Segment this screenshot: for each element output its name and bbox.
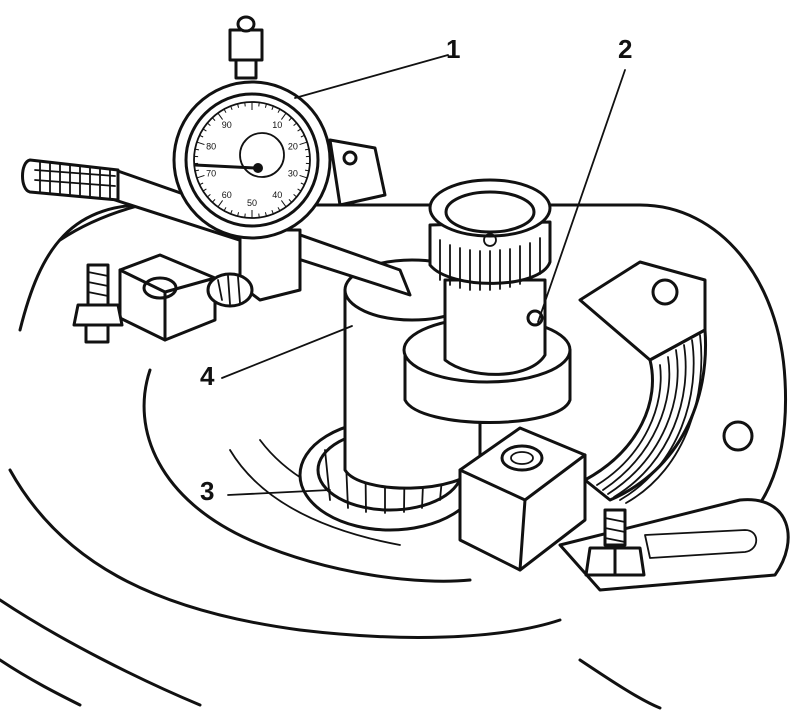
- dial-tick: [277, 207, 281, 212]
- dial-tick: [304, 148, 310, 151]
- dial-tick: [202, 128, 207, 132]
- dial-tick: [293, 194, 298, 198]
- dial-scale-label: 60: [222, 190, 232, 200]
- dial-tick: [277, 108, 281, 113]
- dial-tick: [280, 112, 287, 120]
- dial-tick: [299, 141, 308, 146]
- callout-4: 4: [200, 361, 215, 391]
- dial-scale-label: 90: [222, 120, 232, 130]
- dial-tick: [264, 103, 267, 108]
- callout-1: 1: [446, 34, 460, 64]
- dial-tick: [202, 188, 207, 192]
- dial-tick: [230, 105, 233, 110]
- left-stud: [72, 263, 124, 344]
- dial-tick: [244, 102, 246, 107]
- dial-tick: [297, 188, 302, 192]
- dial-scale-label: 70: [206, 168, 216, 178]
- dial-tick: [288, 117, 293, 121]
- dial-indicator: 10 20 30 40 50 60 70 80 90: [172, 15, 332, 240]
- left-support-block: [118, 253, 217, 342]
- dial-ticks: [194, 102, 310, 218]
- dial-scale-label: 30: [288, 168, 298, 178]
- dial-tick: [271, 105, 274, 110]
- dial-tick: [258, 213, 260, 218]
- dial-tick: [230, 210, 233, 215]
- dial-tick: [258, 102, 260, 107]
- dial-tick: [206, 194, 211, 198]
- dial-scale-label: 40: [272, 190, 282, 200]
- dial-tick: [199, 134, 204, 138]
- dial-tick: [304, 169, 310, 172]
- dial-labels: 10 20 30 40 50 60 70 80 90: [206, 120, 298, 208]
- leader-lines: [221, 54, 626, 496]
- dial-scale-label: 50: [247, 198, 257, 208]
- flange-hole: [722, 420, 754, 452]
- dial-tick: [211, 117, 216, 121]
- dial-tick: [288, 199, 293, 203]
- dial-tick: [199, 182, 204, 186]
- front-block: [458, 426, 587, 572]
- dial-tick: [223, 108, 227, 113]
- callout-3: 3: [200, 476, 214, 506]
- dial-scale-label: 20: [288, 142, 298, 152]
- dial-tick: [237, 212, 240, 217]
- dial-tick: [280, 200, 287, 208]
- dial-tick: [217, 200, 224, 208]
- dial-tick: [264, 212, 267, 217]
- dial-tick: [211, 199, 216, 203]
- dial-tick: [217, 112, 224, 120]
- dial-tick: [299, 174, 308, 179]
- dial-tick: [206, 122, 211, 126]
- right-stud: [584, 508, 646, 577]
- dial-tick: [223, 207, 227, 212]
- dial-tick: [194, 169, 200, 172]
- dial-tick: [237, 103, 240, 108]
- collar-2: [402, 178, 572, 424]
- dial-tick: [293, 122, 298, 126]
- right-support-block: [578, 260, 708, 504]
- dial-tick: [196, 174, 205, 179]
- dial-tick: [271, 210, 274, 215]
- dial-tick: [244, 213, 246, 218]
- dial-tick: [300, 182, 305, 186]
- callout-2: 2: [618, 34, 632, 64]
- dial-scale-label: 80: [206, 142, 216, 152]
- dial-tick: [297, 128, 302, 132]
- dial-scale-label: 10: [272, 120, 282, 130]
- dial-tick: [194, 148, 200, 151]
- dial-tick: [300, 134, 305, 138]
- dial-tick: [196, 141, 205, 146]
